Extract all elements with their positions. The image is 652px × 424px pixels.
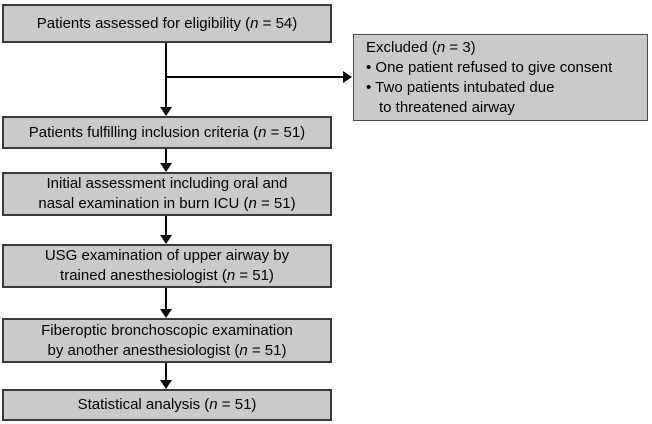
text-segment: Fiberoptic bronchoscopic examination bbox=[41, 321, 293, 339]
arrowhead-down-to-usg bbox=[160, 235, 172, 244]
text-segment: Patients assessed for eligibility ( bbox=[36, 14, 251, 32]
text-segment: = 51) bbox=[256, 195, 296, 212]
text-segment: = 3) bbox=[445, 39, 476, 56]
n-italic: n bbox=[250, 14, 259, 32]
arrow-line-initial-to-usg bbox=[165, 216, 167, 235]
arrowhead-down-to-fiberoptic bbox=[160, 309, 172, 318]
flow-box-statistical-analysis-text: Statistical analysis (n = 51) bbox=[78, 395, 257, 415]
text-segment: = 51) bbox=[235, 267, 274, 284]
text-segment: = 51) bbox=[217, 396, 257, 413]
excluded-bullet-2: • Two patients intubated due bbox=[366, 79, 555, 96]
text-line: USG examination of upper airway by bbox=[45, 246, 289, 266]
text-segment: Excluded ( bbox=[366, 39, 437, 56]
n-italic: n bbox=[239, 341, 248, 359]
n-italic: n bbox=[209, 396, 218, 413]
flow-box-eligibility-text: Patients assessed for eligibility (n = 5… bbox=[37, 14, 298, 34]
text-line: trained anesthesiologist (n = 51) bbox=[45, 266, 289, 286]
flow-box-usg-examination: USG examination of upper airway by train… bbox=[2, 244, 332, 288]
text-line: Patients assessed for eligibility (n = 5… bbox=[37, 14, 298, 34]
flow-box-eligibility: Patients assessed for eligibility (n = 5… bbox=[2, 4, 332, 43]
text-segment: Initial assessment including oral and bbox=[46, 175, 288, 192]
arrow-line-usg-to-fiberoptic bbox=[165, 288, 167, 309]
excluded-title: Excluded (n = 3) bbox=[366, 38, 612, 58]
flow-box-statistical-analysis: Statistical analysis (n = 51) bbox=[2, 389, 332, 421]
arrow-line-inclusion-to-initial bbox=[165, 149, 167, 164]
arrow-line-eligibility-to-inclusion bbox=[165, 43, 167, 107]
text-segment: by another anesthesiologist ( bbox=[47, 341, 240, 359]
text-line: Statistical analysis (n = 51) bbox=[78, 395, 257, 415]
excluded-bullet-2-continuation: to threatened airway bbox=[379, 99, 515, 116]
flow-box-excluded-text: Excluded (n = 3) • One patient refused t… bbox=[354, 35, 618, 118]
arrowhead-down-to-initial bbox=[160, 163, 172, 172]
arrowhead-right-to-excluded bbox=[343, 71, 352, 83]
arrowhead-down-to-statistical bbox=[160, 380, 172, 389]
n-italic: n bbox=[226, 267, 236, 284]
n-italic: n bbox=[248, 195, 257, 212]
text-line: Patients fulfilling inclusion criteria (… bbox=[29, 123, 305, 143]
text-segment: USG examination of upper airway by bbox=[44, 247, 290, 264]
flow-box-excluded: Excluded (n = 3) • One patient refused t… bbox=[353, 34, 648, 121]
flow-box-initial-assessment: Initial assessment including oral and na… bbox=[2, 172, 332, 216]
n-italic: n bbox=[436, 39, 446, 56]
arrow-line-fiberoptic-to-statistical bbox=[165, 363, 167, 380]
text-line: by another anesthesiologist (n = 51) bbox=[41, 341, 293, 361]
text-segment: trained anesthesiologist ( bbox=[60, 267, 227, 284]
n-italic: n bbox=[258, 123, 267, 141]
text-segment: = 51) bbox=[247, 341, 287, 359]
flow-box-inclusion-text: Patients fulfilling inclusion criteria (… bbox=[29, 123, 305, 143]
flow-box-fiberoptic-examination: Fiberoptic bronchoscopic examination by … bbox=[2, 318, 332, 363]
text-line: Initial assessment including oral and bbox=[38, 174, 295, 194]
arrowhead-down-to-inclusion bbox=[160, 107, 172, 116]
text-segment: = 51) bbox=[266, 123, 306, 141]
flow-box-initial-assessment-text: Initial assessment including oral and na… bbox=[38, 174, 295, 214]
text-segment: Statistical analysis ( bbox=[77, 396, 210, 413]
text-segment: = 54) bbox=[258, 14, 298, 32]
flow-box-inclusion: Patients fulfilling inclusion criteria (… bbox=[2, 116, 332, 149]
excluded-bullet-1: • One patient refused to give consent bbox=[366, 59, 613, 76]
text-segment: nasal examination in burn ICU ( bbox=[38, 195, 249, 212]
text-segment: Patients fulfilling inclusion criteria ( bbox=[28, 123, 259, 141]
arrow-line-branch-to-excluded bbox=[166, 76, 343, 78]
flow-box-fiberoptic-examination-text: Fiberoptic bronchoscopic examination by … bbox=[41, 321, 293, 361]
text-line: Fiberoptic bronchoscopic examination bbox=[41, 321, 293, 341]
text-line: nasal examination in burn ICU (n = 51) bbox=[38, 194, 295, 214]
flow-box-usg-examination-text: USG examination of upper airway by train… bbox=[45, 246, 289, 286]
